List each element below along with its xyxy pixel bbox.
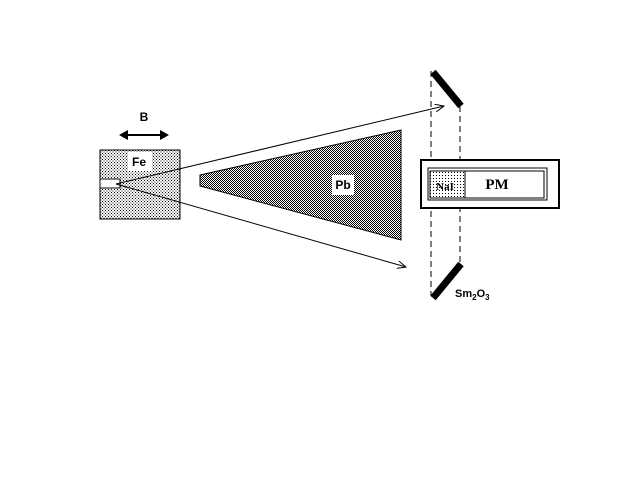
field-direction-arrow bbox=[119, 130, 169, 140]
iron-magnet bbox=[99, 149, 181, 220]
scatterer-label-sub2: 3 bbox=[485, 293, 490, 302]
scatterer-label-sub1: 2 bbox=[472, 293, 477, 302]
crystal-label: NaI bbox=[436, 181, 454, 193]
magnet-label: Fe bbox=[132, 155, 146, 169]
scatterer-label-base: Sm bbox=[455, 288, 472, 300]
shield-label-background bbox=[332, 175, 354, 195]
photomultiplier-tube bbox=[464, 170, 545, 199]
scatterer-label-mid: O bbox=[477, 288, 486, 300]
photomultiplier-label: PM bbox=[485, 177, 508, 193]
upper-scatterer bbox=[430, 69, 464, 109]
lower-scatterer bbox=[430, 261, 464, 301]
magnet-label-background bbox=[128, 152, 152, 171]
detector-housing bbox=[420, 159, 560, 209]
lower-gamma-path bbox=[115, 183, 406, 267]
field-label: B bbox=[140, 110, 149, 124]
shield-label: Pb bbox=[335, 178, 350, 192]
scatterer-label: Sm2O3 bbox=[455, 288, 490, 302]
lead-shield bbox=[199, 129, 402, 241]
upper-gamma-path bbox=[115, 106, 444, 185]
